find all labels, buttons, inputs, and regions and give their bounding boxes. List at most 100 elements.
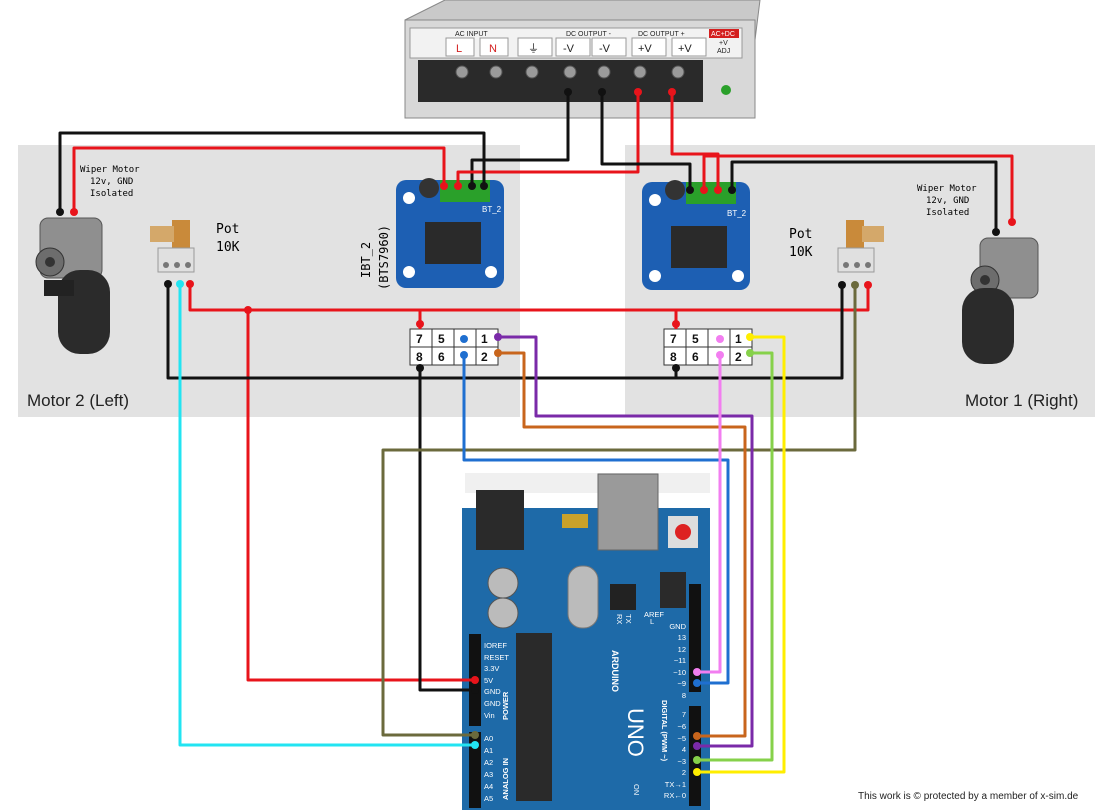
- ard-pin-8: 8: [682, 691, 686, 700]
- ard-pin-10: ~10: [673, 668, 686, 677]
- wire-right-motor-black: [730, 160, 998, 232]
- left-motor-note-2: 12v, GND: [90, 177, 133, 187]
- ard-rx: RX: [615, 614, 624, 624]
- left-driver-silk: BT_2: [482, 205, 502, 214]
- wire-gnd-bus: [166, 284, 844, 380]
- left-driver-chip: (BTS7960): [377, 225, 391, 290]
- ard-pin-0: RX←0: [664, 791, 686, 800]
- psu-adj-label: ADJ: [717, 48, 730, 55]
- psu-acdc-label: AC+DC: [711, 31, 735, 38]
- ard-pin-vin: Vin: [484, 711, 495, 720]
- wires: [58, 92, 1014, 774]
- right-pot-label: Pot: [789, 227, 812, 242]
- ard-pin-12: 12: [678, 645, 686, 654]
- left-potentiometer: [150, 220, 195, 273]
- footer-credit: This work is © protected by a member of …: [858, 791, 1079, 802]
- left-conn-pin-6: 6: [438, 350, 445, 364]
- wire-5v-bus: [188, 284, 870, 312]
- ard-pin-reset: RESET: [484, 653, 509, 662]
- wire-left-motor-black: [58, 131, 486, 212]
- psu-terminal-plus-v-2: +V: [678, 43, 692, 55]
- wire-right-pot-wiper: [381, 285, 857, 737]
- right-zone-label: Motor 1 (Right): [965, 391, 1078, 410]
- psu-led: [721, 85, 731, 95]
- right-motor-note-3: Isolated: [926, 208, 969, 218]
- left-conn-pin-7: 7: [416, 332, 423, 346]
- ard-pin-2: 2: [682, 768, 686, 777]
- left-motor-note-1: Wiper Motor: [80, 165, 140, 175]
- left-motor-note-3: Isolated: [90, 189, 133, 199]
- ard-pin-3: ~3: [677, 757, 686, 766]
- left-conn-pin-2: 2: [481, 350, 488, 364]
- ard-pin-gnd-2: GND: [484, 699, 501, 708]
- ard-pin-3v3: 3.3V: [484, 664, 499, 673]
- right-potentiometer: [837, 220, 884, 273]
- right-conn-pin-2: 2: [735, 350, 742, 364]
- psu-ac-input-label: AC INPUT: [455, 31, 488, 38]
- psu-terminal-minus-v-1: -V: [563, 43, 575, 55]
- ard-pin-gnd-1: GND: [484, 687, 501, 696]
- right-conn-pin-5: 5: [692, 332, 699, 346]
- right-motor-note-2: 12v, GND: [926, 196, 969, 206]
- left-connector: 7 5 1 8 6 2: [409, 328, 499, 366]
- ard-pin-a0: A0: [484, 734, 493, 743]
- ard-pin-7: 7: [682, 710, 686, 719]
- psu-adj-plus-label: +V: [719, 40, 728, 47]
- left-conn-pin-5: 5: [438, 332, 445, 346]
- wire-psu-right-vcc: [670, 92, 720, 190]
- wire-right-motor-red: [702, 154, 1014, 222]
- right-conn-pin-7: 7: [670, 332, 677, 346]
- left-conn-pin-8: 8: [416, 350, 423, 364]
- left-pot-label: Pot: [216, 222, 239, 237]
- left-driver-name: IBT_2: [359, 242, 373, 278]
- ard-pin-ioref: IOREF: [484, 641, 507, 650]
- power-supply: AC INPUT DC OUTPUT - DC OUTPUT + AC+DC +…: [404, 0, 761, 119]
- right-conn-pin-1: 1: [735, 332, 742, 346]
- wire-5v-arduino: [246, 310, 475, 682]
- right-connector: 7 5 1 8 6 2: [663, 328, 753, 366]
- ard-pin-5: ~5: [677, 734, 686, 743]
- wire-left-pin2: [498, 351, 747, 738]
- psu-dc-output-plus-label: DC OUTPUT +: [638, 31, 685, 38]
- right-conn-pin-8: 8: [670, 350, 677, 364]
- ard-brand: ARDUINO: [610, 650, 620, 692]
- ard-model: UNO: [623, 708, 648, 757]
- ard-pin-a1: A1: [484, 746, 493, 755]
- ard-on: ON: [632, 784, 641, 795]
- right-wiper-motor: [962, 237, 1039, 364]
- wire-right-pin6: [697, 353, 722, 674]
- ard-pin-a4: A4: [484, 782, 493, 791]
- wire-dots: [56, 88, 1016, 776]
- ard-pin-9: ~9: [677, 679, 686, 688]
- ard-tx: TX: [624, 614, 633, 624]
- wire-right-pin1: [697, 335, 786, 774]
- left-pot-value: 10K: [216, 240, 240, 255]
- ard-digital-title: DIGITAL (PWM ~): [660, 700, 669, 762]
- ard-pin-6: ~6: [677, 722, 686, 731]
- wire-psu-left-vcc: [456, 92, 640, 186]
- right-driver-silk: BT_2: [727, 209, 747, 218]
- right-motor-note-1: Wiper Motor: [917, 184, 977, 194]
- left-conn-pin-1: 1: [481, 332, 488, 346]
- psu-terminal-minus-v-2: -V: [599, 43, 611, 55]
- wire-left-pot-wiper: [178, 284, 475, 747]
- ard-pin-13: 13: [678, 633, 686, 642]
- psu-terminal-n: N: [489, 43, 497, 55]
- wire-left-pin1: [498, 335, 754, 748]
- psu-terminal-l: L: [456, 43, 462, 55]
- wire-right-pin2: [697, 351, 774, 762]
- wire-left-motor-red: [72, 146, 446, 212]
- right-conn-pin-6: 6: [692, 350, 699, 364]
- ard-pin-1: TX→1: [665, 780, 686, 789]
- ard-pin-a3: A3: [484, 770, 493, 779]
- ard-pin-a2: A2: [484, 758, 493, 767]
- wire-gnd-arduino: [418, 378, 475, 692]
- left-zone-label: Motor 2 (Left): [27, 391, 129, 410]
- wire-psu-right-gnd: [600, 92, 692, 190]
- psu-dc-output-minus-label: DC OUTPUT -: [566, 31, 612, 38]
- ard-pin-aref: AREF: [644, 610, 664, 619]
- ard-pin-a5: A5: [484, 794, 493, 803]
- left-wiper-motor: [35, 217, 110, 354]
- psu-terminal-ground: ⏚: [528, 42, 539, 55]
